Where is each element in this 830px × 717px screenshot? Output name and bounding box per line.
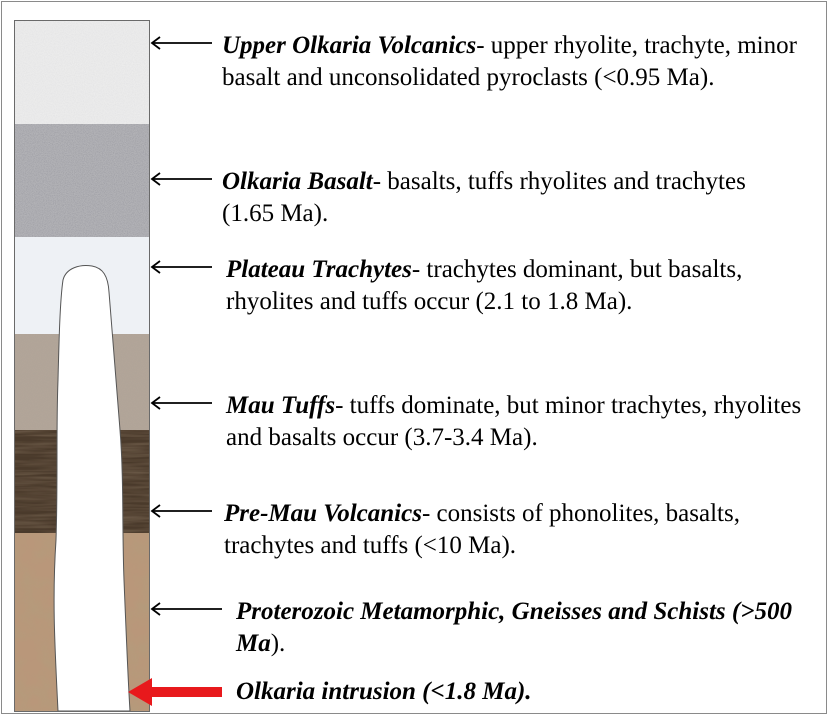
unit-name: Mau Tuffs: [226, 392, 335, 419]
arrow-pre-mau: [152, 505, 212, 517]
unit-description: ).: [271, 630, 286, 657]
pointer-arrows: [152, 37, 222, 615]
arrow-proterozoic: [152, 603, 222, 615]
arrow-olkaria-basalt: [152, 173, 212, 185]
unit-pre-mau-volcanics: Pre-Mau Volcanics- consists of phonolite…: [224, 498, 764, 562]
unit-name: Upper Olkaria Volcanics: [222, 32, 476, 59]
unit-upper-olkaria-volcanics: Upper Olkaria Volcanics- upper rhyolite,…: [222, 30, 812, 94]
unit-proterozoic-metamorphic: Proterozoic Metamorphic, Gneisses and Sc…: [236, 596, 816, 660]
unit-plateau-trachytes: Plateau Trachytes- trachytes dominant, b…: [226, 254, 816, 318]
olkaria-intrusion-label: Olkaria intrusion (<1.8 Ma).: [236, 676, 816, 708]
unit-name: Plateau Trachytes: [226, 256, 412, 283]
arrow-mau-tuffs: [152, 397, 212, 409]
unit-name: Olkaria Basalt: [222, 168, 373, 195]
arrow-upper-olkaria: [152, 37, 212, 49]
unit-mau-tuffs: Mau Tuffs- tuffs dominate, but minor tra…: [226, 390, 811, 454]
unit-name: Proterozoic Metamorphic, Gneisses and Sc…: [236, 598, 792, 657]
unit-name: Pre-Mau Volcanics: [224, 500, 422, 527]
unit-olkaria-basalt: Olkaria Basalt- basalts, tuffs rhyolites…: [222, 166, 782, 230]
arrow-plateau-trachytes: [152, 261, 212, 273]
